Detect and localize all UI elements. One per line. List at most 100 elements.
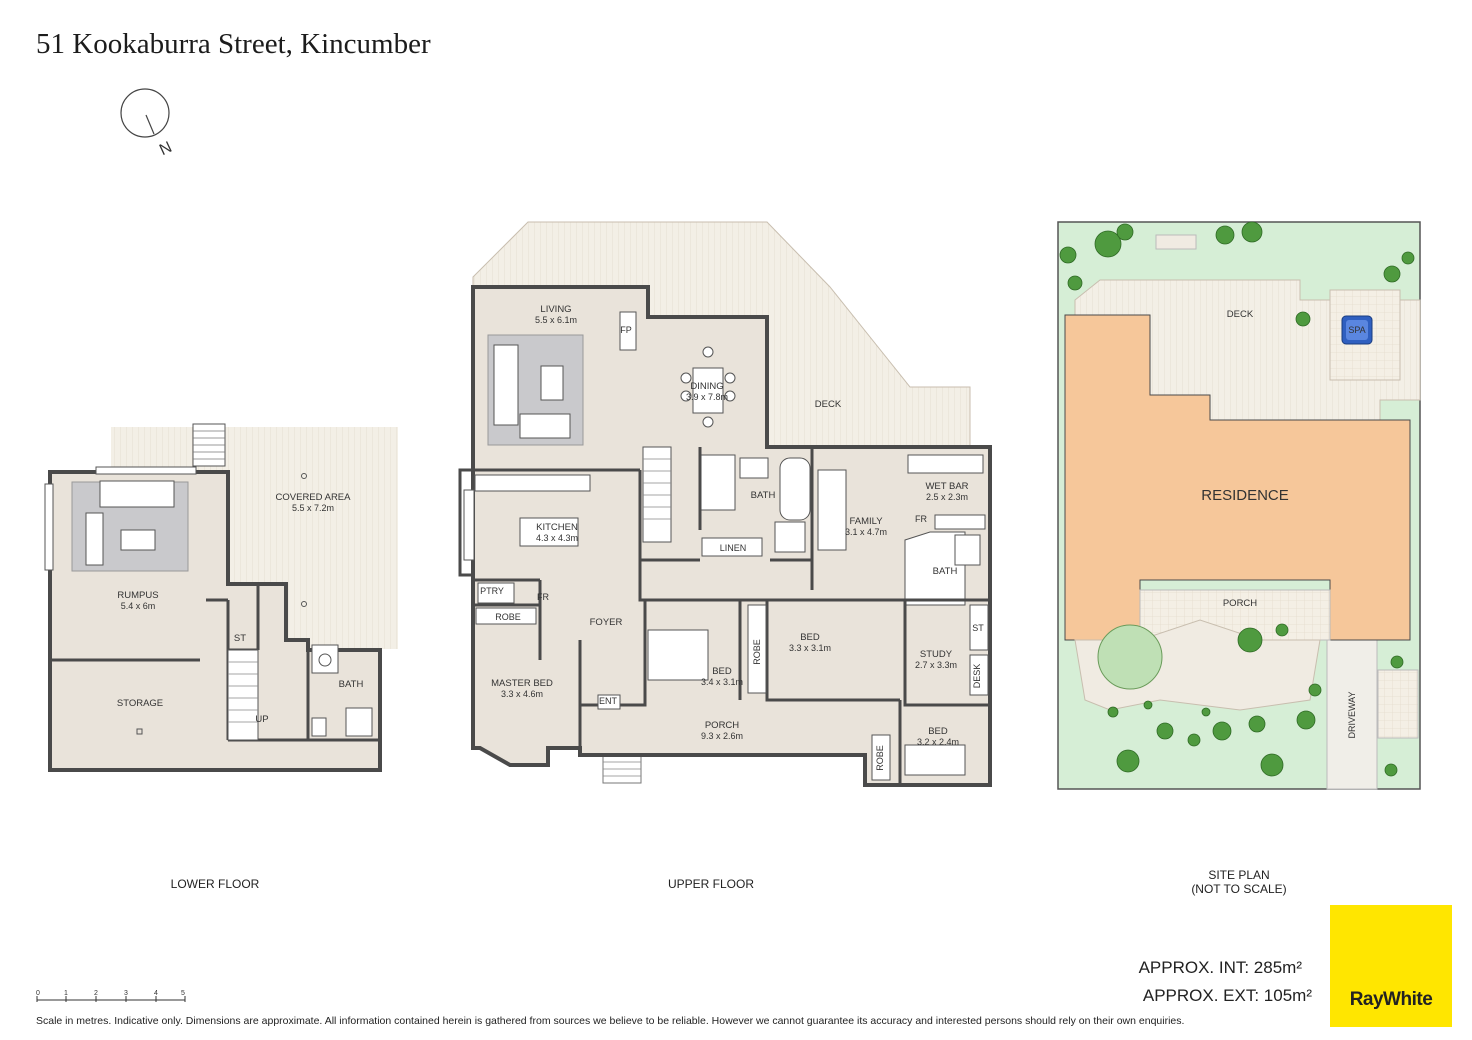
bed1-robe — [747, 604, 767, 694]
scale-tick-5: 5 — [181, 990, 185, 997]
site-plan-caption-line2: (NOT TO SCALE) — [1191, 882, 1287, 896]
foyer-label: FOYER — [590, 617, 623, 628]
bed1-bed — [647, 629, 709, 681]
site-plan: RESIDENCE DECK SPA PORCH DRIVEWAY — [1057, 221, 1421, 790]
lower-shower — [345, 707, 373, 737]
study-desk — [969, 654, 989, 696]
compass: N — [120, 88, 175, 159]
bath2-label: BATH — [933, 566, 958, 577]
deck-label: DECK — [815, 399, 842, 410]
upper-bath-tub — [779, 457, 811, 521]
rumpus-size: 5.4 x 6m — [121, 601, 156, 611]
disclaimer: Scale in metres. Indicative only. Dimens… — [36, 1015, 1185, 1027]
scale-bar: 0 1 2 3 4 5 — [36, 990, 186, 1002]
living-table — [540, 365, 564, 401]
robe3-label: ROBE — [875, 745, 885, 771]
study-label: STUDY — [920, 649, 953, 660]
site-deck-label: DECK — [1227, 309, 1254, 320]
living-label: LIVING — [540, 304, 571, 315]
bed1-size: 3.4 x 3.1m — [701, 677, 743, 687]
rumpus-sofa — [99, 480, 175, 508]
dining-table — [692, 367, 724, 414]
upper-bath-toilet — [699, 454, 736, 511]
family-bath-shower — [954, 534, 981, 566]
lower-floor-plan: RUMPUS 5.4 x 6m COVERED AREA 5.5 x 7.2m … — [44, 423, 398, 772]
dining-size: 3.9 x 7.8m — [686, 392, 728, 402]
upper-bath-vanity — [739, 457, 769, 479]
bed3-label: BED — [928, 726, 948, 737]
ptry-label: PTRY — [480, 586, 504, 596]
living-size: 5.5 x 6.1m — [535, 315, 577, 325]
bath1-label: BATH — [751, 490, 776, 501]
scale-tick-3: 3 — [124, 990, 128, 997]
family-label: FAMILY — [849, 516, 883, 527]
logo-text: RayWhite — [1349, 989, 1433, 1010]
study-size: 2.7 x 3.3m — [915, 660, 957, 670]
porch-size: 9.3 x 2.6m — [701, 731, 743, 741]
storage-label: STORAGE — [117, 698, 163, 709]
linen-cupboard — [701, 537, 763, 557]
upper-st-label: ST — [972, 623, 984, 633]
approx-external-area: APPROX. EXT: 105m² — [1142, 986, 1312, 1005]
bed3-robe — [871, 734, 891, 781]
lower-vanity — [311, 717, 327, 737]
upper-floor-plan: LIVING 5.5 x 6.1m FP DINING 3.9 x 7.8m D… — [458, 221, 992, 787]
desk-label: DESK — [972, 664, 982, 689]
covered-area-label: COVERED AREA — [276, 492, 352, 503]
site-plan-caption-line1: SITE PLAN — [1208, 868, 1270, 882]
family-bath — [904, 531, 966, 606]
driveway — [1326, 639, 1378, 790]
paving — [1377, 669, 1419, 739]
scale-tick-1: 1 — [64, 990, 68, 997]
living-sofa — [493, 344, 519, 426]
porch-label: PORCH — [705, 720, 739, 731]
lower-up-label: UP — [255, 714, 268, 725]
rumpus-table — [120, 529, 156, 551]
bed1-label: BED — [712, 666, 732, 677]
site-plan-caption: SITE PLAN (NOT TO SCALE) — [1164, 868, 1314, 896]
wetbar-size: 2.5 x 2.3m — [926, 492, 968, 502]
kitchen-label: KITCHEN — [536, 522, 578, 533]
ent-label: ENT — [599, 696, 618, 706]
master-size: 3.3 x 4.6m — [501, 689, 543, 699]
fr2-label: FR — [537, 592, 549, 602]
kitchen-window — [463, 489, 475, 561]
fridge-space — [934, 514, 986, 530]
scale-tick-0: 0 — [36, 990, 40, 997]
rumpus-label: RUMPUS — [117, 590, 158, 601]
kitchen-size: 4.3 x 4.3m — [536, 533, 578, 543]
wet-bar-bench — [907, 454, 984, 474]
lower-st-label: ST — [234, 633, 246, 644]
lower-floor-caption: LOWER FLOOR — [170, 877, 260, 891]
raywhite-logo: RayWhite — [1330, 905, 1452, 1027]
upper-floor-caption: UPPER FLOOR — [667, 877, 754, 891]
linen-label: LINEN — [720, 543, 747, 553]
garden-bench — [1155, 234, 1197, 250]
dining-label: DINING — [690, 381, 723, 392]
site-porch-label: PORCH — [1223, 598, 1257, 609]
bed2-size: 3.3 x 3.1m — [789, 643, 831, 653]
lower-toilet-bowl — [318, 653, 332, 667]
lower-window-top — [95, 466, 197, 475]
lower-stair — [227, 649, 259, 741]
compass-needle — [145, 114, 155, 135]
family-sofa — [817, 469, 847, 551]
spa-label: SPA — [1348, 325, 1365, 335]
robe1-label: ROBE — [495, 612, 521, 622]
robe2-label: ROBE — [752, 639, 762, 665]
pantry — [477, 582, 515, 604]
bed3-bed — [904, 744, 966, 776]
approx-internal-area: APPROX. INT: 285m² — [1138, 958, 1302, 977]
covered-area-size: 5.5 x 7.2m — [292, 503, 334, 513]
round-garden — [1097, 624, 1163, 690]
wetbar-label: WET BAR — [925, 481, 968, 492]
fireplace — [619, 311, 637, 351]
living-chairs — [519, 413, 571, 439]
driveway-label: DRIVEWAY — [1347, 691, 1357, 738]
compass-north-label: N — [157, 139, 175, 159]
study-st — [969, 604, 989, 651]
scale-tick-2: 2 — [94, 990, 98, 997]
upper-floor-outline — [471, 285, 992, 787]
rumpus-armchair — [85, 512, 104, 566]
